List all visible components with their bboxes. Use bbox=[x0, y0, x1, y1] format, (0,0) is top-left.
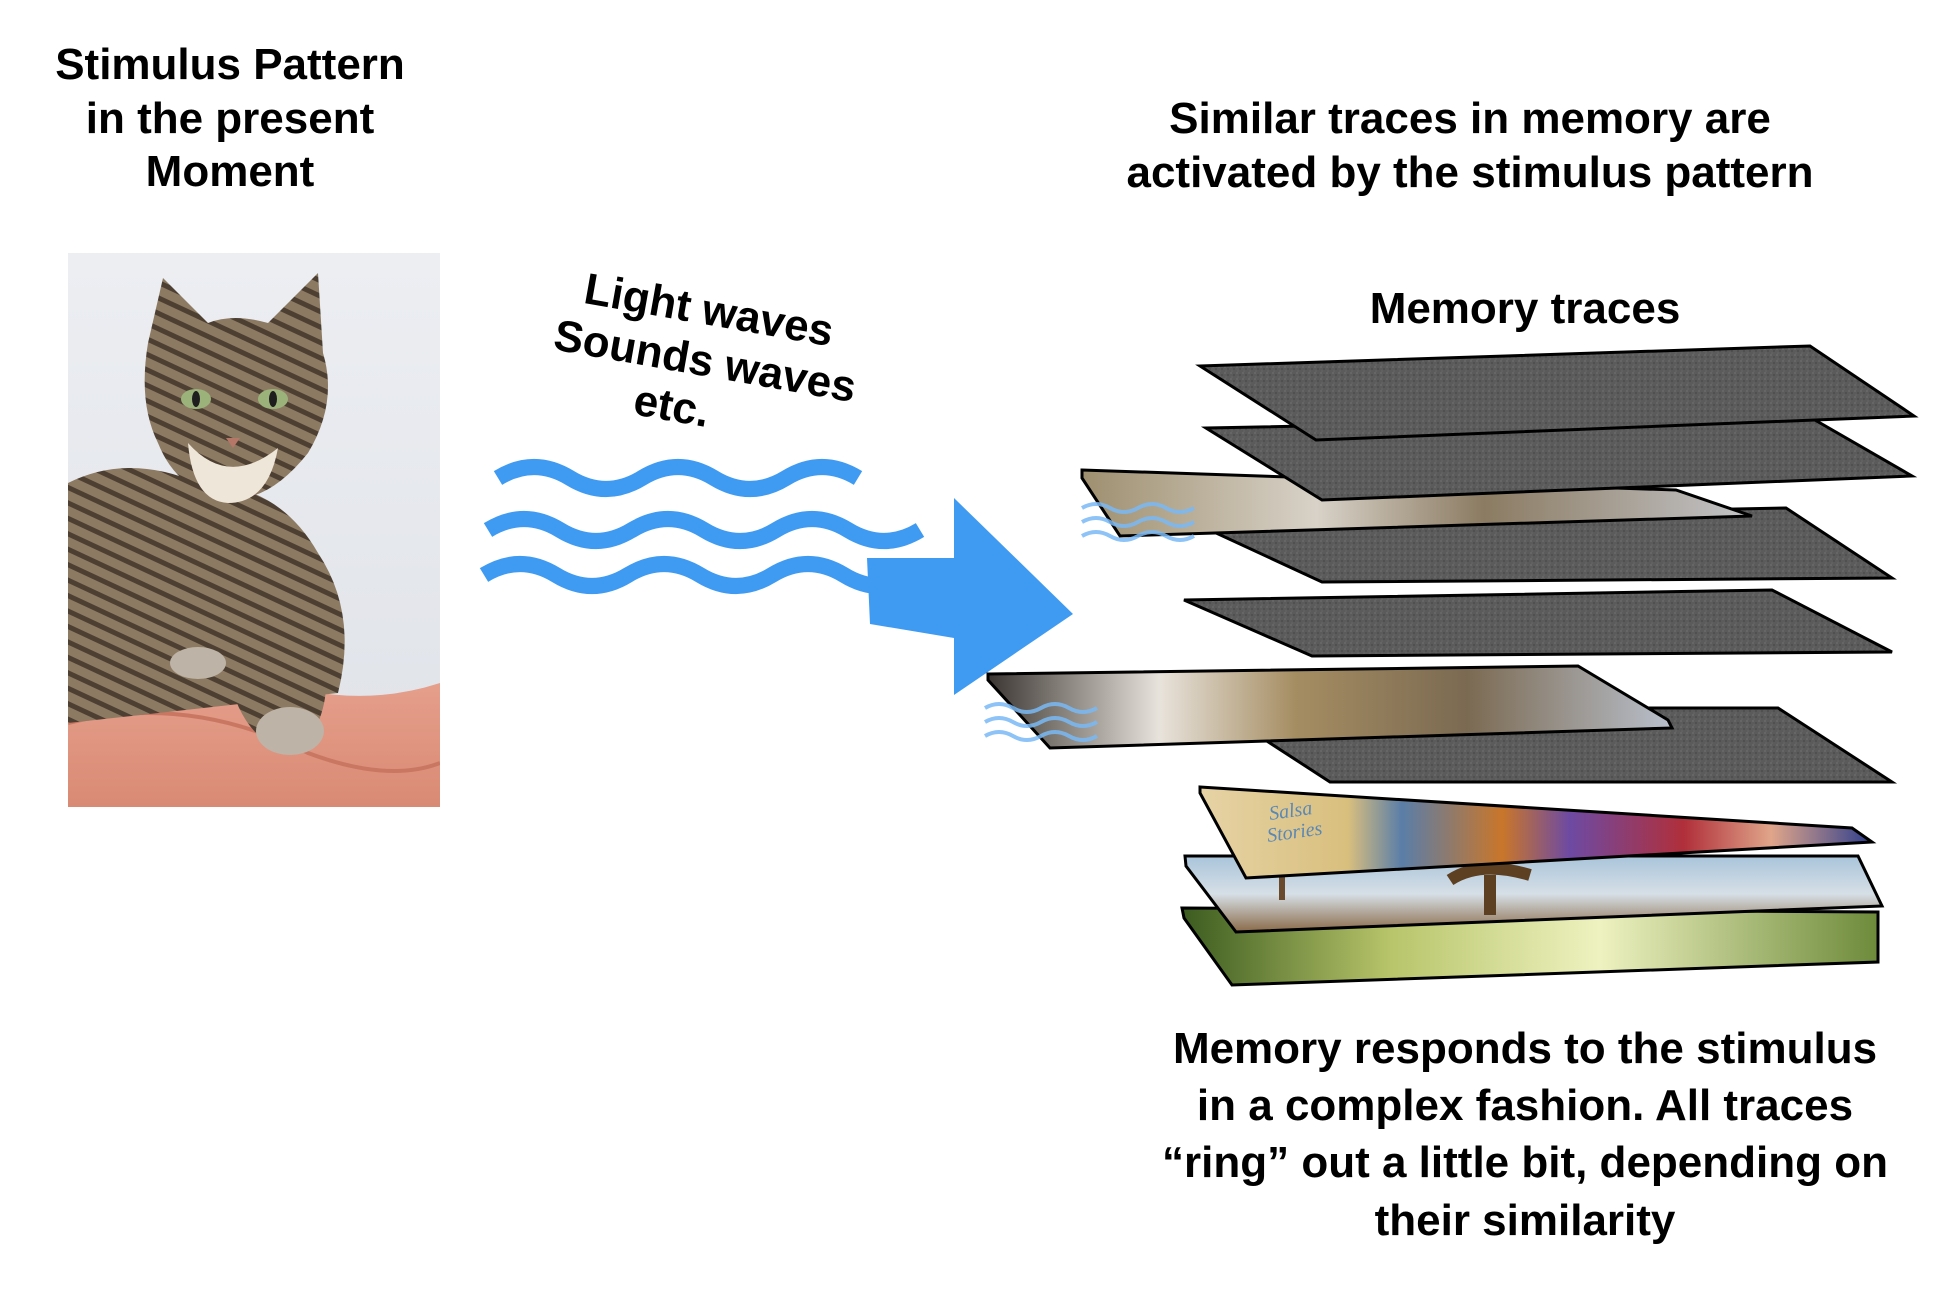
memory-trace-gray-1 bbox=[1195, 344, 1919, 442]
stimulus-waves bbox=[479, 459, 925, 594]
stimulus-arrow bbox=[867, 498, 1073, 695]
memory-header: Similar traces in memory are activated b… bbox=[1060, 92, 1880, 199]
memory-header-line-1: Similar traces in memory are bbox=[1169, 94, 1771, 143]
wave-line-1 bbox=[493, 459, 863, 497]
memory-trace-books bbox=[1198, 785, 1877, 880]
response-line-1: Memory responds to the stimulus bbox=[1172, 1024, 1878, 1073]
memory-trace-gray-5 bbox=[1183, 588, 1893, 658]
building-plate-waves bbox=[1081, 502, 1195, 542]
cat-photo bbox=[68, 253, 440, 807]
stimulus-title-line-2: in the present bbox=[85, 93, 375, 143]
memory-trace-tree bbox=[1183, 854, 1885, 934]
memory-traces-label: Memory traces bbox=[1369, 284, 1681, 333]
response-line-2: in a complex fashion. All traces bbox=[1196, 1081, 1854, 1131]
response-line-3: “ring” out a little bit, depending on bbox=[1162, 1138, 1888, 1188]
stimulus-title: Stimulus Pattern in the present Moment bbox=[20, 38, 440, 199]
stimulus-title-line-1: Stimulus Pattern bbox=[55, 40, 405, 89]
wave-line-3 bbox=[479, 556, 921, 594]
cats-plate-waves bbox=[984, 702, 1098, 742]
stimulus-title-line-3: Moment bbox=[145, 147, 315, 197]
response-line-4: their similarity bbox=[1374, 1195, 1676, 1245]
memory-trace-cats bbox=[986, 664, 1675, 750]
memory-response-text: Memory responds to the stimulus in a com… bbox=[1100, 1020, 1950, 1249]
memory-header-line-2: activated by the stimulus pattern bbox=[1126, 147, 1814, 197]
wave-line-2 bbox=[483, 511, 925, 549]
memory-trace-stack: Salsa Stories bbox=[984, 344, 1919, 987]
